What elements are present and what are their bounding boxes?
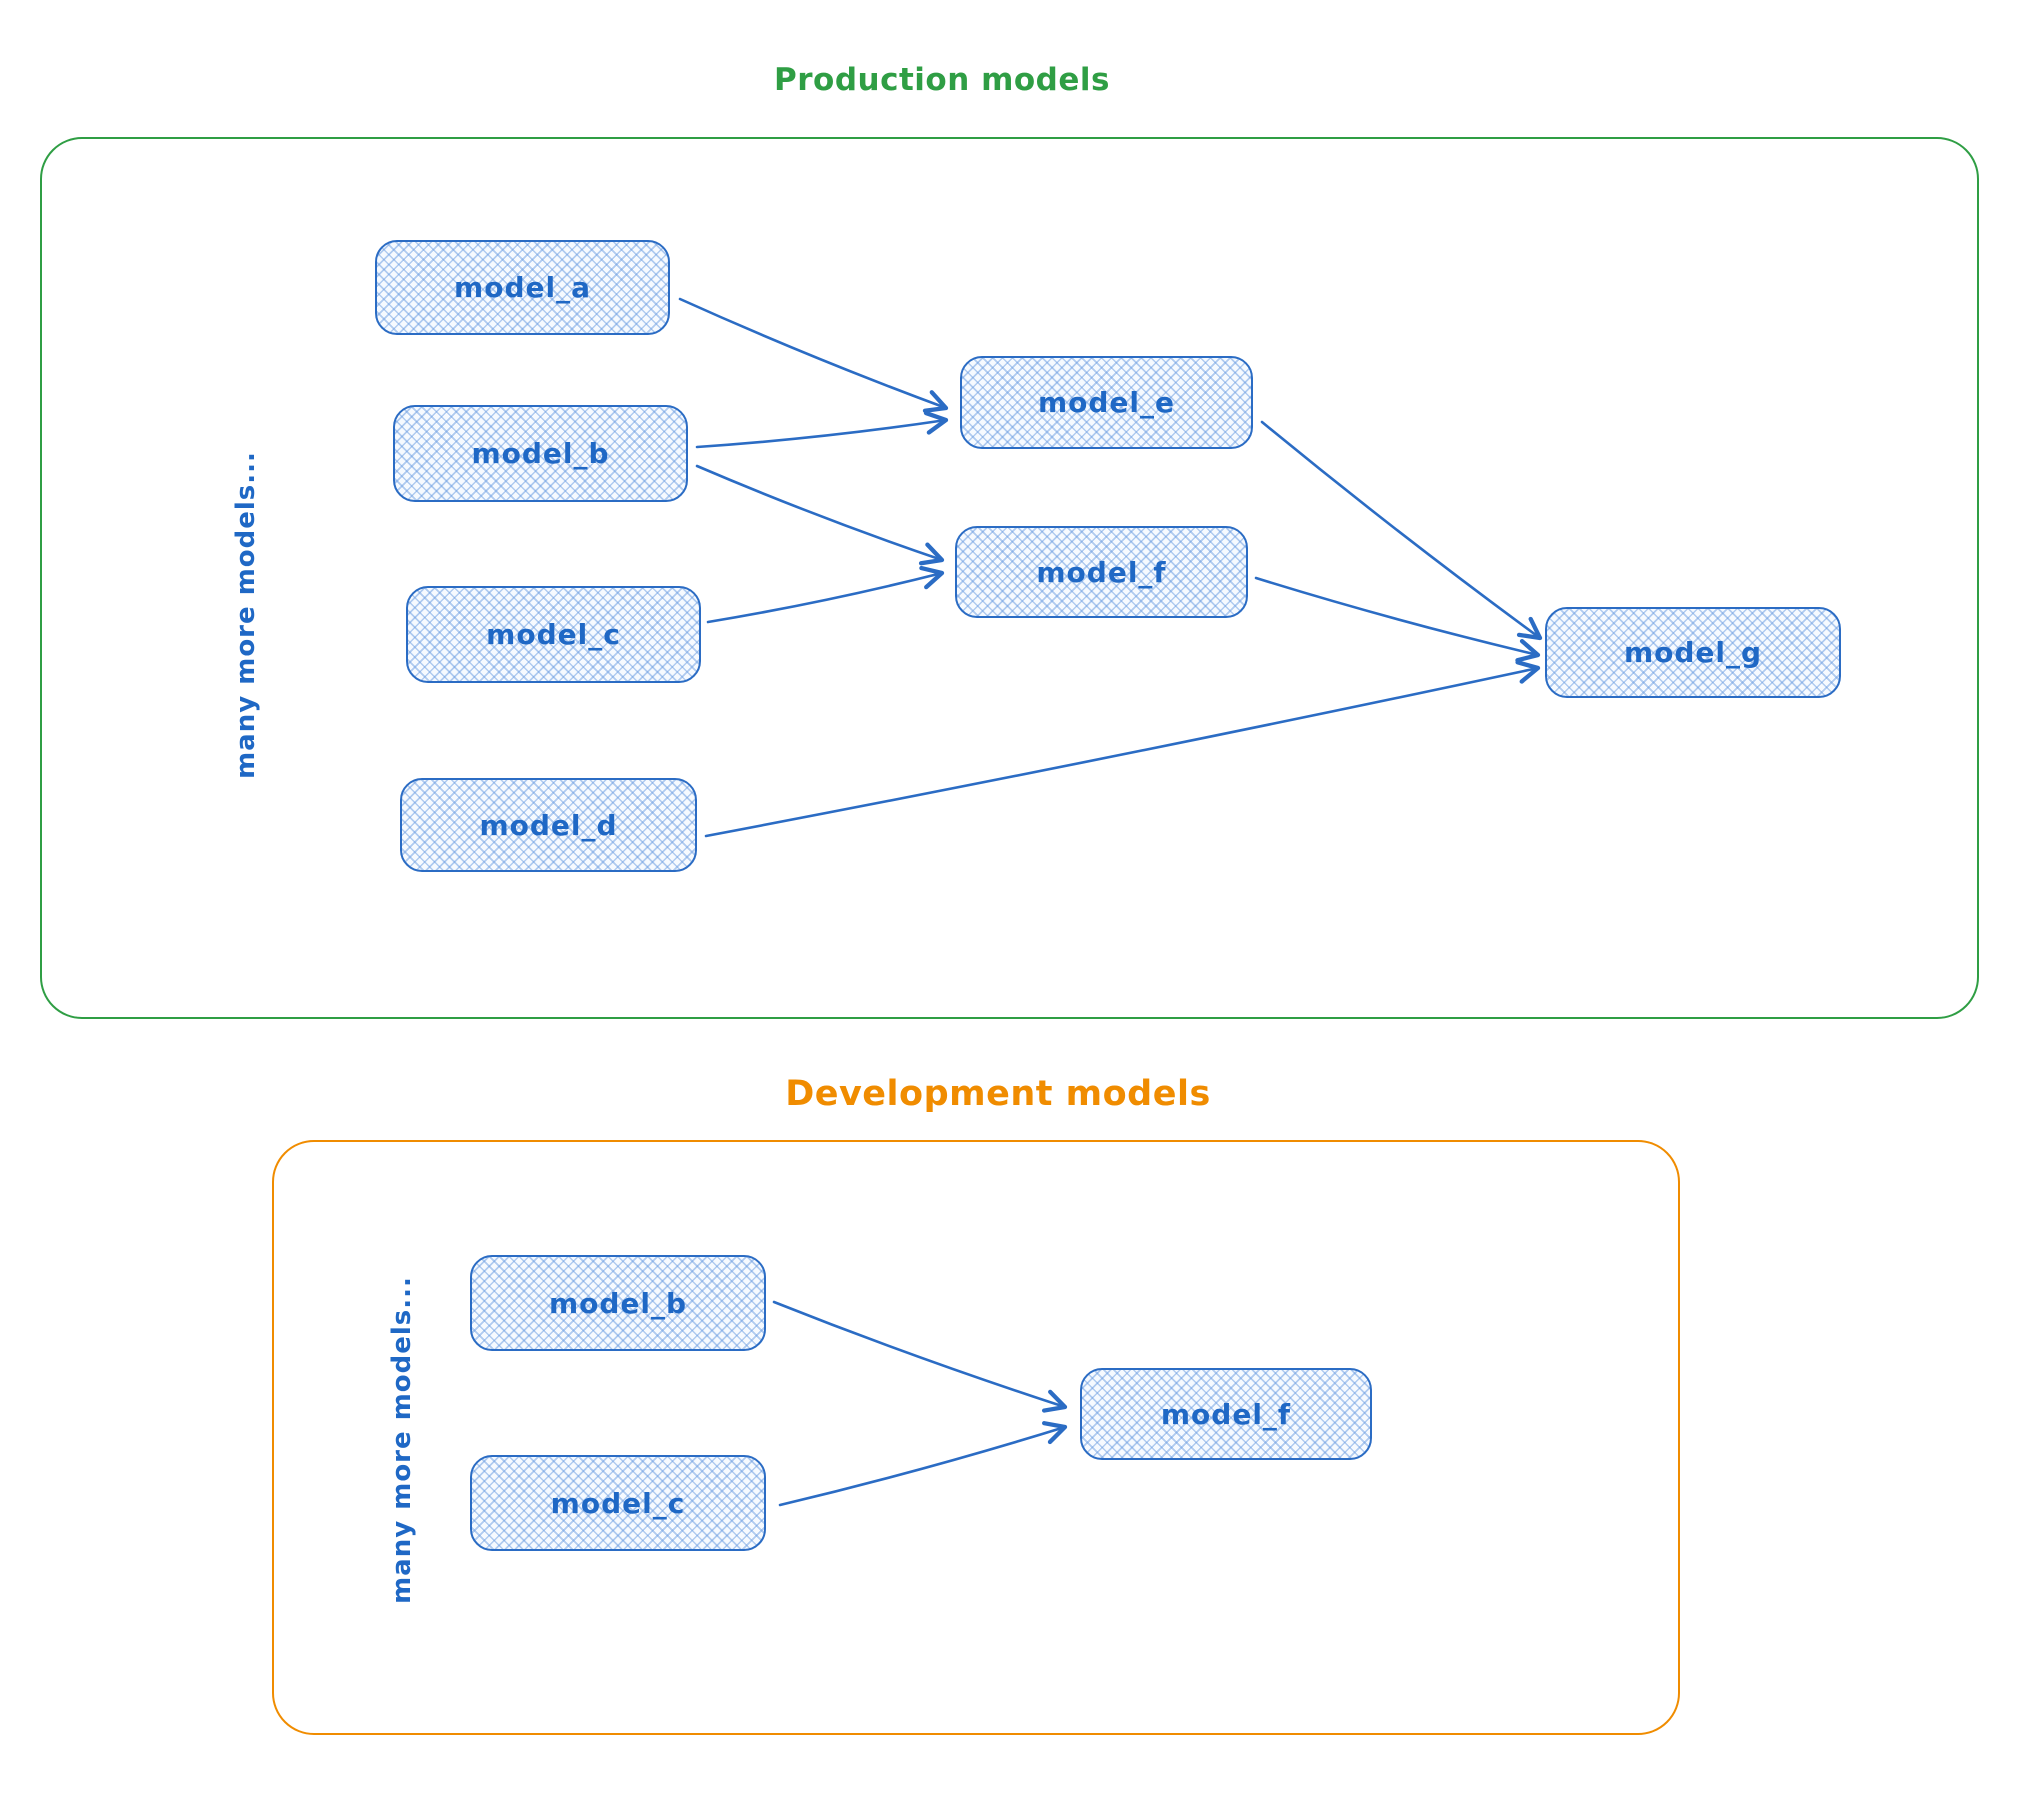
node-label: model_b xyxy=(548,1286,688,1320)
node-label: model_a xyxy=(454,271,591,304)
production-container xyxy=(40,137,1979,1019)
node-label: model_c xyxy=(550,1486,686,1520)
node-label: model_f xyxy=(1036,555,1167,589)
development-title: Development models xyxy=(785,1074,1211,1114)
node-model_c-development: model_c xyxy=(470,1455,766,1551)
node-model_c-production: model_c xyxy=(406,586,701,683)
node-label: model_e xyxy=(1037,386,1176,419)
node-model_f-production: model_f xyxy=(955,526,1248,618)
node-model_f-development: model_f xyxy=(1080,1368,1372,1460)
node-model_d-production: model_d xyxy=(400,778,697,872)
node-model_b-production: model_b xyxy=(393,405,688,502)
production-side-label: many more models... xyxy=(231,451,261,779)
node-label: model_g xyxy=(1623,636,1763,669)
node-model_a-production: model_a xyxy=(375,240,670,335)
development-container xyxy=(272,1140,1680,1735)
node-model_e-production: model_e xyxy=(960,356,1253,449)
node-model_g-production: model_g xyxy=(1545,607,1841,698)
node-label: model_f xyxy=(1160,1397,1292,1431)
development-side-label: many more models... xyxy=(387,1276,417,1604)
production-title: Production models xyxy=(774,62,1110,98)
node-label: model_c xyxy=(486,618,621,651)
node-model_b-development: model_b xyxy=(470,1255,766,1351)
node-label: model_d xyxy=(479,808,618,842)
node-label: model_b xyxy=(471,437,610,470)
